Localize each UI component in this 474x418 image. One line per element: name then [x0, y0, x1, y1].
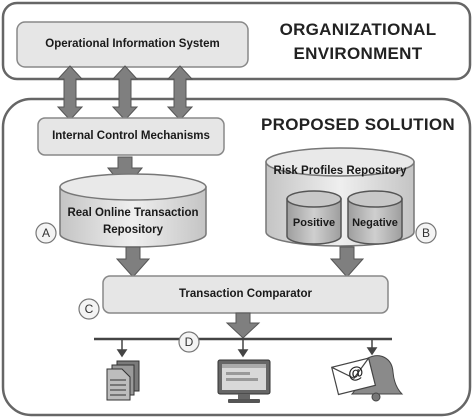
badge-b: B — [421, 225, 430, 240]
badge-d: D — [184, 334, 194, 349]
arrow-comparator-to-bus — [225, 312, 261, 339]
positive-cylinder — [286, 190, 342, 245]
operational-system-label: Operational Information System — [45, 38, 220, 51]
comparator-label: Transaction Comparator — [179, 288, 312, 301]
transaction-repository-cylinder — [59, 173, 207, 248]
transaction-repository-label-line1: Real Online Transaction — [67, 207, 199, 220]
arrow-repo-to-comparator — [115, 246, 151, 278]
email-alert-icon — [330, 355, 404, 402]
monitor-icon — [217, 359, 271, 403]
badge-c: C — [84, 301, 94, 316]
risk-profiles-label: Risk Profiles Repository — [273, 164, 407, 177]
internal-control-box — [37, 117, 225, 156]
operational-system-box — [16, 21, 249, 68]
environment-title-line1: ORGANIZATIONAL — [279, 20, 437, 40]
arrow-risk-to-comparator — [329, 246, 365, 278]
double-arrows — [56, 65, 194, 121]
transaction-repository-label-line2: Repository — [102, 224, 164, 237]
bus-drops — [116, 339, 378, 358]
environment-title-line2: ENVIRONMENT — [293, 44, 423, 64]
solution-title: PROPOSED SOLUTION — [260, 115, 455, 135]
badge-circles — [35, 222, 437, 353]
positive-label: Positive — [292, 217, 336, 230]
document-icon — [106, 360, 140, 401]
negative-label: Negative — [352, 217, 398, 230]
negative-cylinder — [347, 190, 403, 245]
internal-control-label: Internal Control Mechanisms — [52, 130, 210, 143]
badge-a: A — [41, 225, 50, 240]
